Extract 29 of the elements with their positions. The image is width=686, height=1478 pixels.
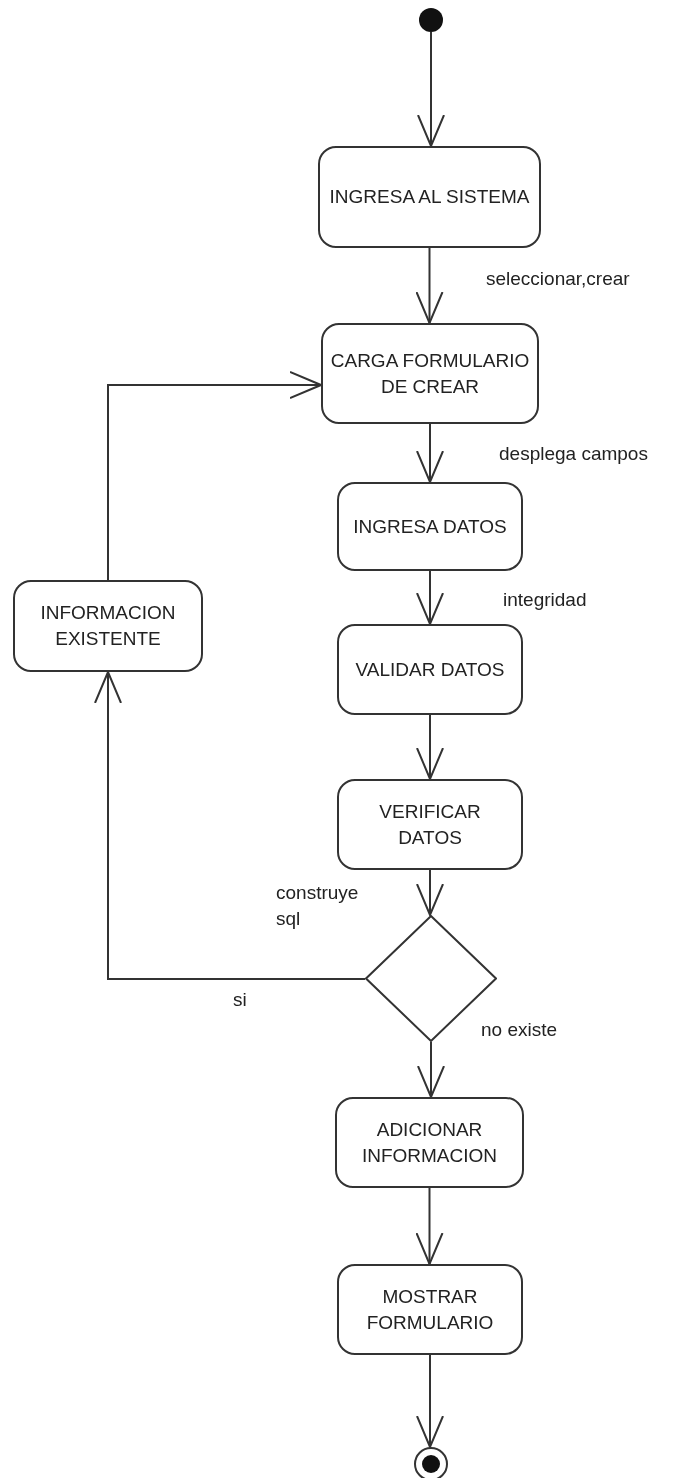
- arrow: [417, 31, 445, 147]
- node-label: ADICIONAR INFORMACION: [360, 1117, 499, 1168]
- arrow: [416, 869, 444, 916]
- node-label: INFORMACION EXISTENTE: [39, 601, 177, 651]
- node-label: MOSTRAR FORMULARIO: [365, 1284, 495, 1335]
- start-dot: [419, 8, 443, 32]
- end-bullseye: [414, 1447, 448, 1478]
- arrow: [415, 1187, 444, 1265]
- arrow: [417, 1041, 445, 1098]
- action-box: [337, 1264, 523, 1355]
- action-box: [13, 580, 203, 672]
- action-box: [318, 146, 541, 248]
- action-box: [335, 1097, 524, 1188]
- arrow: [94, 671, 366, 980]
- action-box: [337, 779, 523, 870]
- action-box: [321, 323, 539, 424]
- arrow: [416, 714, 444, 780]
- node-label: INGRESA AL SISTEMA: [329, 185, 530, 209]
- node-label: CARGA FORMULARIO DE CREAR: [329, 348, 531, 399]
- arrow: [416, 570, 444, 625]
- arrow: [416, 1354, 444, 1448]
- action-box: [337, 624, 523, 715]
- node-label: INGRESA DATOS: [353, 514, 507, 539]
- arrow: [416, 423, 444, 483]
- arrow: [415, 247, 444, 324]
- arrow: [107, 371, 322, 581]
- action-box: [337, 482, 523, 571]
- node-label: VALIDAR DATOS: [355, 657, 505, 682]
- node-label: VERIFICAR DATOS: [378, 799, 482, 850]
